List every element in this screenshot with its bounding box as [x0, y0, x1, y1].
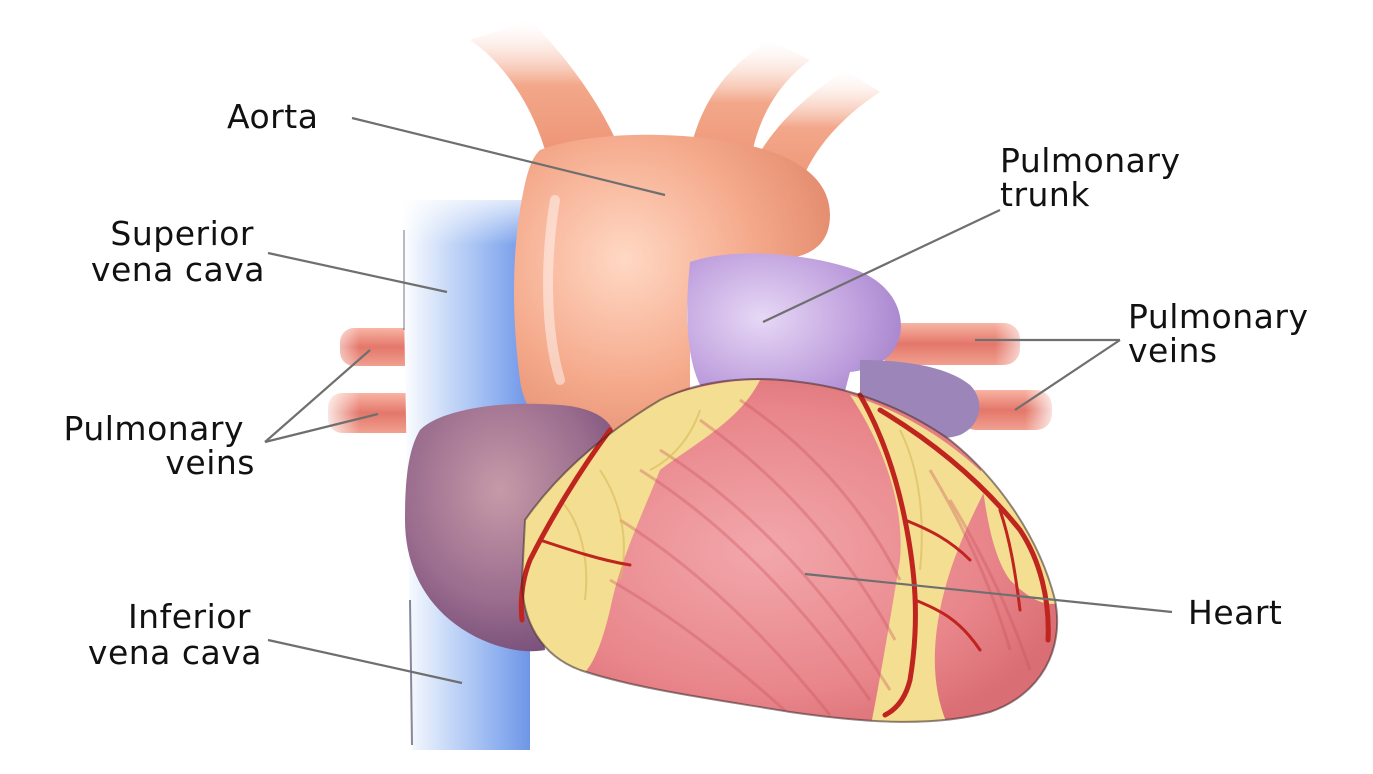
pulmonary-veins-right-label: Pulmonary veins — [1128, 297, 1319, 370]
heart-label: Heart — [1188, 593, 1282, 632]
pulmonary-trunk-label: Pulmonary trunk — [1000, 141, 1191, 214]
superior-vena-cava-label: Superior vena cava — [91, 214, 265, 289]
inferior-vena-cava-label: Inferior vena cava — [88, 597, 262, 672]
aorta-label: Aorta — [227, 97, 318, 136]
pulmonary-veins-left-label: Pulmonary veins — [64, 409, 255, 482]
